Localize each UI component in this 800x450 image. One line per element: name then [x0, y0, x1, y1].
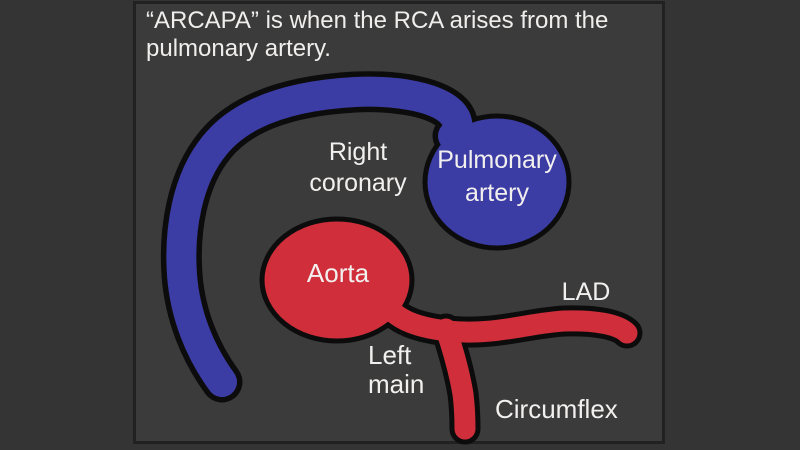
aorta-circle: [259, 216, 415, 344]
left-main-label: Left main: [368, 341, 424, 399]
pulmonary-artery-label: Pulmonary artery: [419, 144, 575, 210]
title-line-2: pulmonary artery.: [146, 35, 331, 62]
title-text: “ARCAPA” is when the RCA arises from the…: [146, 7, 608, 63]
right-coronary-label-line-2: coronary: [309, 169, 407, 197]
right-coronary-vessel: [166, 76, 473, 397]
right-coronary-label-line-1: Right: [328, 138, 388, 166]
circumflex-label: Circumflex: [495, 394, 618, 424]
circumflex-vessel: [435, 318, 476, 440]
left-main-lad-vessel: [369, 287, 638, 344]
left-main-label-line-2: main: [368, 369, 425, 399]
title-line-1: “ARCAPA” is when the RCA arises from the: [146, 7, 609, 34]
pulmonary-artery-circle: [422, 113, 572, 251]
lad-label: LAD: [561, 278, 611, 306]
aorta-label: Aorta: [306, 258, 370, 288]
pulmonary-artery-label-line-1: Pulmonary: [437, 146, 557, 174]
pulmonary-artery-label-line-2: artery: [465, 179, 529, 207]
left-main-label-line-1: Left: [368, 340, 412, 370]
right-coronary-label: Right coronary: [277, 137, 439, 199]
